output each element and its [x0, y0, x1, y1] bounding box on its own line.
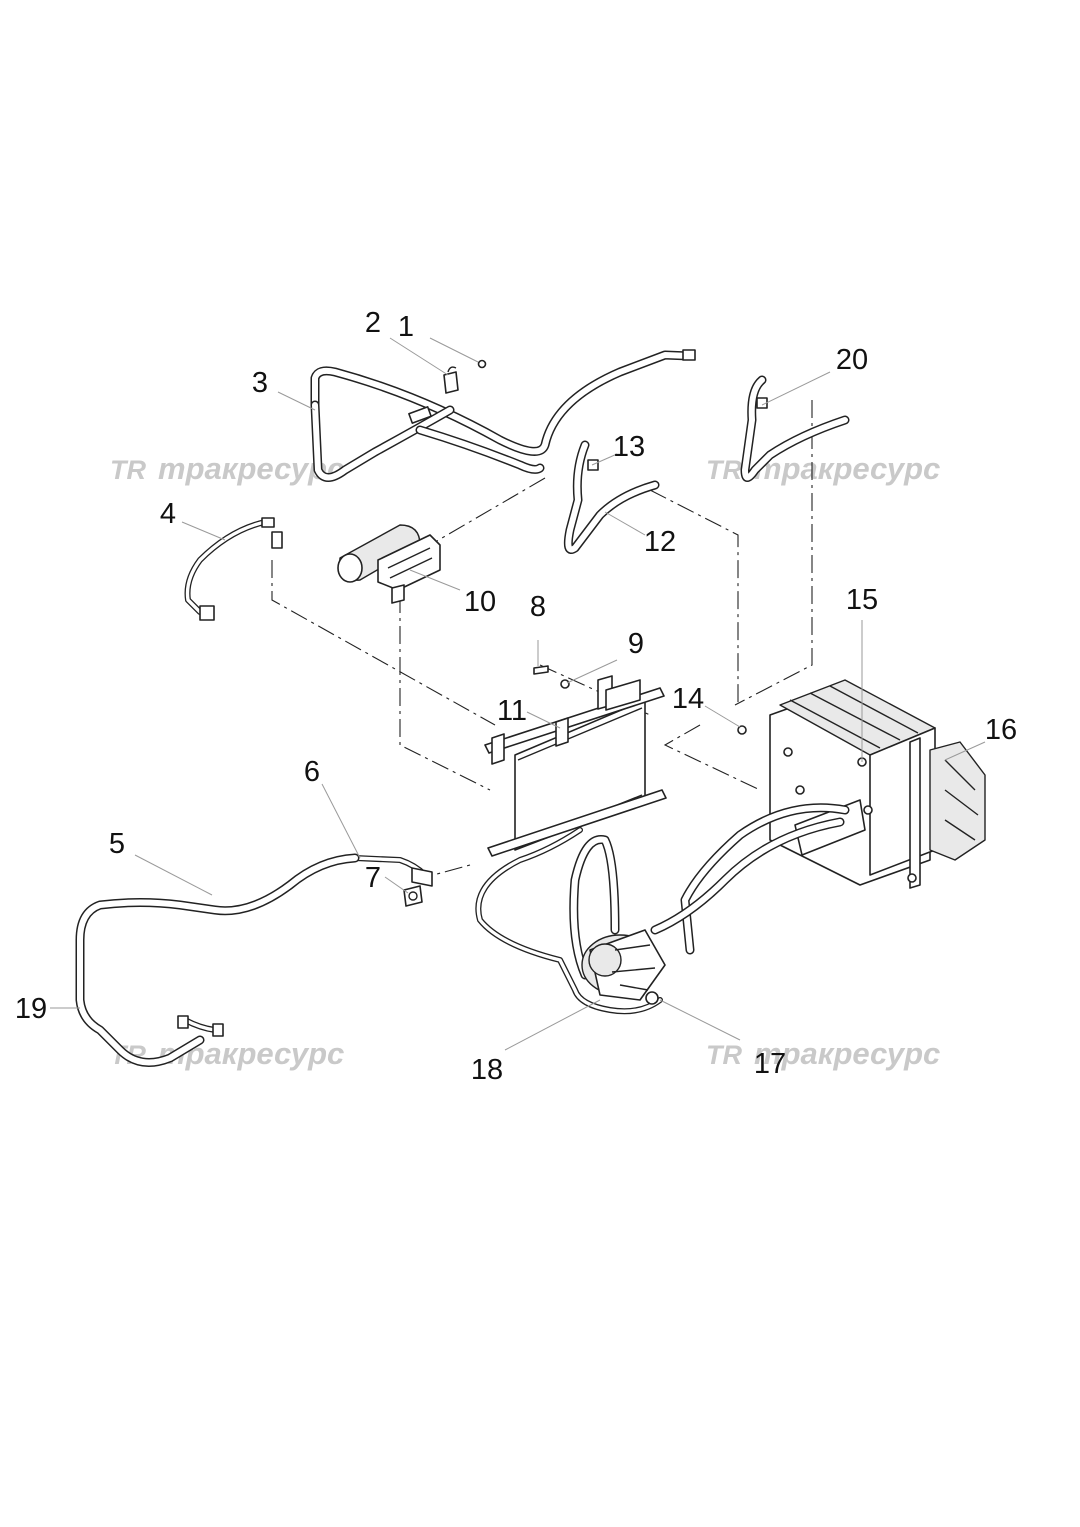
callout-labels: 1 2 3 4 5 6 7 8 9 10 11 12 13 14 15 16 1… — [15, 307, 1017, 1086]
leader-lines — [50, 337, 986, 1051]
watermark-top-right: TR тракресурс — [706, 451, 940, 486]
part-6-hose-fitting — [352, 855, 433, 887]
callout-5: 5 — [109, 828, 125, 860]
watermark-text: тракресурс — [754, 1036, 940, 1071]
part-18-compressor — [581, 929, 666, 1005]
callout-14: 14 — [672, 683, 704, 715]
watermark-logo: TR — [110, 455, 146, 485]
callout-16: 16 — [985, 714, 1017, 746]
callout-6: 6 — [304, 756, 320, 788]
watermark-text: тракресурс — [754, 451, 940, 486]
part-2-clamp — [443, 366, 459, 394]
part-1-screw — [477, 359, 487, 369]
callout-13: 13 — [613, 431, 645, 463]
callout-19: 19 — [15, 993, 47, 1025]
callout-17: 17 — [754, 1048, 786, 1080]
callout-1: 1 — [398, 311, 414, 343]
callout-11: 11 — [497, 695, 527, 727]
part-16-hvac-unit — [769, 679, 986, 889]
part-8-bolt — [533, 665, 549, 675]
part-17-hose-assembly — [475, 803, 850, 1015]
callout-10: 10 — [464, 586, 496, 618]
callout-7: 7 — [365, 862, 381, 894]
part-7-clip — [403, 885, 423, 907]
callout-12: 12 — [644, 526, 676, 558]
watermark-top-left: TR тракресурс — [110, 451, 344, 486]
callout-2: 2 — [365, 307, 381, 339]
watermark-logo: TR — [706, 1040, 742, 1070]
part-9-washer — [560, 679, 570, 689]
watermark-bottom-right: TR тракресурс — [706, 1036, 940, 1071]
callout-8: 8 — [530, 591, 546, 623]
watermark-logo: TR — [706, 455, 742, 485]
callout-3: 3 — [252, 367, 268, 399]
callout-15: 15 — [846, 584, 878, 616]
part-5-19-lower-hose — [75, 853, 360, 1067]
callout-4: 4 — [160, 498, 176, 530]
callout-18: 18 — [471, 1054, 503, 1086]
part-3-upper-hose — [310, 349, 696, 482]
part-10-receiver-drier — [337, 524, 441, 604]
callout-20: 20 — [836, 344, 868, 376]
part-4-hose — [184, 517, 283, 621]
callout-9: 9 — [628, 628, 644, 660]
part-14-nut — [737, 725, 747, 735]
part-11-condenser — [484, 675, 667, 857]
